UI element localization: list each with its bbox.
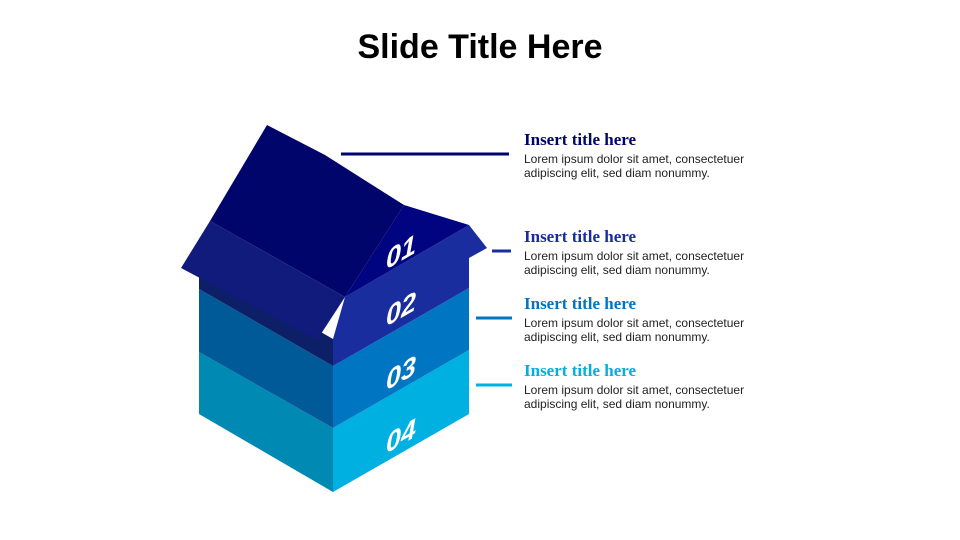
text-item-02: Insert title here Lorem ipsum dolor sit … — [524, 227, 784, 277]
layer-02-right-face — [333, 225, 469, 366]
item-desc-03-line-2: adipiscing elit, sed diam nonummy. — [524, 330, 710, 344]
layer-03-right-face — [333, 288, 469, 428]
item-desc-04: Lorem ipsum dolor sit amet, consectetuer… — [524, 383, 784, 411]
roof-eave-front — [181, 221, 345, 340]
roof-main-slope — [210, 125, 404, 297]
item-desc-02: Lorem ipsum dolor sit amet, consectetuer… — [524, 249, 784, 277]
item-desc-03-line-1: Lorem ipsum dolor sit amet, consectetuer — [524, 316, 745, 330]
item-title-02: Insert title here — [524, 227, 637, 246]
item-title-03: Insert title here — [524, 294, 637, 313]
item-desc-01-line-2: adipiscing elit, sed diam nonummy. — [524, 166, 710, 180]
text-item-04: Insert title here Lorem ipsum dolor sit … — [524, 361, 784, 411]
item-desc-01-line-1: Lorem ipsum dolor sit amet, consectetuer — [524, 152, 745, 166]
slide-title: Slide Title Here — [357, 28, 603, 66]
item-desc-04-line-2: adipiscing elit, sed diam nonummy. — [524, 397, 710, 411]
item-desc-03: Lorem ipsum dolor sit amet, consectetuer… — [524, 316, 784, 344]
text-item-01: Insert title here Lorem ipsum dolor sit … — [524, 130, 784, 180]
item-title-01: Insert title here — [524, 130, 637, 149]
item-desc-02-line-1: Lorem ipsum dolor sit amet, consectetuer — [524, 249, 745, 263]
item-title-04: Insert title here — [524, 361, 637, 380]
layer-01-gable — [345, 205, 469, 297]
item-desc-02-line-2: adipiscing elit, sed diam nonummy. — [524, 263, 710, 277]
item-desc-04-line-1: Lorem ipsum dolor sit amet, consectetuer — [524, 383, 745, 397]
item-desc-01: Lorem ipsum dolor sit amet, consectetuer… — [524, 152, 784, 180]
roof-eave-right — [456, 225, 487, 258]
layer-03-left-face — [199, 289, 333, 428]
layer-04-left-face — [199, 352, 333, 492]
text-item-03: Insert title here Lorem ipsum dolor sit … — [524, 294, 784, 344]
layer-04-right-face — [333, 350, 469, 492]
